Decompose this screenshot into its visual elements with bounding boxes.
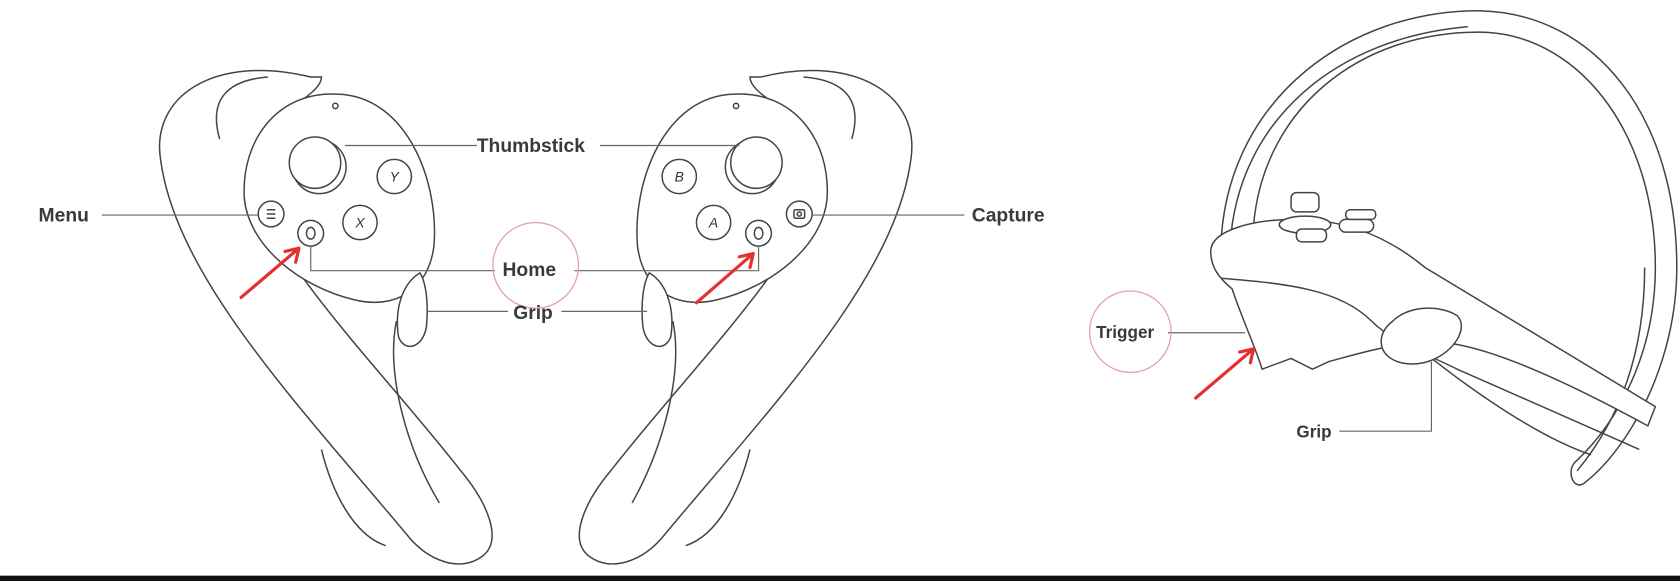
menu-icon xyxy=(266,208,276,220)
side-grip-label: Grip xyxy=(1296,422,1331,442)
thumbstick-label: Thumbstick xyxy=(477,136,585,157)
b-button[interactable] xyxy=(661,158,698,195)
capture-button[interactable] xyxy=(785,200,813,228)
grip-label: Grip xyxy=(513,303,553,324)
x-button[interactable] xyxy=(342,204,378,241)
trigger-label: Trigger xyxy=(1096,322,1154,342)
trigger-arrow-icon xyxy=(1194,347,1256,400)
left-controller: Y X xyxy=(158,69,493,565)
b-button-label: B xyxy=(675,169,684,185)
y-button[interactable] xyxy=(376,158,413,195)
y-button-label: Y xyxy=(390,169,401,185)
left-grip-button[interactable] xyxy=(396,271,428,348)
right-home-arrow-icon xyxy=(694,251,755,305)
home-highlight-circle xyxy=(492,221,580,309)
capture-label: Capture xyxy=(972,205,1045,226)
left-home-button[interactable] xyxy=(297,219,325,247)
right-home-button[interactable] xyxy=(744,219,773,247)
x-button-label: X xyxy=(354,215,365,231)
left-thumbstick[interactable] xyxy=(288,136,342,190)
side-grip-button[interactable] xyxy=(1380,307,1463,365)
side-thumbstick[interactable] xyxy=(1290,191,1320,213)
a-button-label: A xyxy=(708,215,718,231)
camera-icon xyxy=(793,208,806,220)
right-grip-button[interactable] xyxy=(641,271,673,348)
right-thumbstick[interactable] xyxy=(729,136,783,190)
right-controller: B A xyxy=(578,69,913,565)
trigger-highlight-circle xyxy=(1089,290,1172,373)
bottom-border xyxy=(0,575,1680,581)
home-label: Home xyxy=(503,260,557,281)
left-home-arrow-icon xyxy=(239,246,301,300)
side-controller xyxy=(1209,9,1678,486)
a-button[interactable] xyxy=(695,204,732,241)
menu-label: Menu xyxy=(39,205,89,226)
